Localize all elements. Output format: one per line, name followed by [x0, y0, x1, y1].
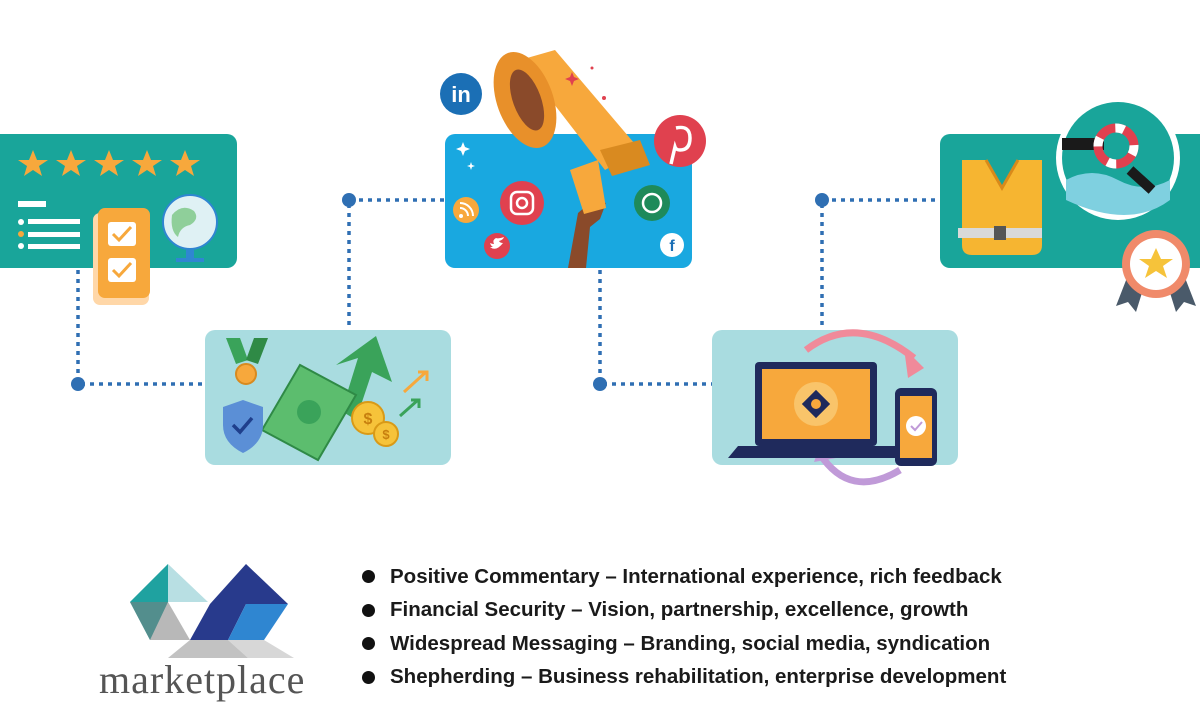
small-arrows-icon	[399, 370, 429, 418]
checklist-icon	[93, 208, 150, 305]
list-item: Widespread Messaging – Branding, social …	[362, 627, 1122, 661]
finance-card: $ $	[205, 330, 451, 465]
logo-navy-top	[210, 564, 288, 604]
list-item-text: Shepherding – Business rehabilitation, e…	[390, 665, 1007, 689]
facebook-icon-label: f	[669, 238, 675, 255]
globe-icon	[162, 194, 218, 262]
bullet-dot	[362, 637, 375, 651]
medal-icon	[226, 338, 268, 385]
feedback-card	[0, 134, 237, 305]
list-item-text: Widespread Messaging – Branding, social …	[390, 631, 991, 655]
logo-navy-mid	[190, 604, 246, 640]
logo-shadow-mid	[168, 640, 248, 658]
list-item-text: Positive Commentary – International expe…	[390, 564, 1002, 588]
rescue-lifebuoy-icon	[1056, 96, 1180, 220]
hand-icon	[568, 199, 606, 268]
list-item: Financial Security – Vision, partnership…	[362, 594, 1122, 628]
connector-lines	[76, 198, 940, 386]
money-bill-icon	[260, 363, 358, 462]
list-item: Positive Commentary – International expe…	[362, 560, 1122, 594]
award-badge-icon	[1116, 230, 1196, 312]
service-diagram: $ $ in	[0, 50, 1200, 486]
shepherd-card	[940, 96, 1200, 312]
sync-card	[712, 329, 958, 486]
messaging-card: in f	[440, 50, 706, 268]
logo-wordmark: marketplace	[99, 657, 306, 702]
svg-text:$: $	[382, 427, 390, 442]
sparkle-icons	[456, 142, 475, 170]
laptop-icon	[728, 362, 905, 458]
megaphone-icon	[493, 50, 650, 214]
accent-sparkles	[565, 66, 606, 100]
services-list: Positive Commentary – International expe…	[362, 560, 1122, 694]
pinterest-icon	[654, 115, 706, 167]
bullet-dot	[362, 603, 375, 617]
list-item-text: Financial Security – Vision, partnership…	[390, 598, 969, 622]
shield-check-icon	[223, 400, 263, 453]
linkedin-icon-label: in	[451, 82, 471, 107]
linkedin-icon: in	[440, 73, 482, 115]
phone-icon	[895, 388, 937, 466]
logo-sky-shape	[228, 604, 288, 640]
life-vest-icon	[958, 159, 1042, 255]
star-rating-icon	[18, 150, 200, 176]
coins-icon: $ $	[351, 401, 399, 447]
rss-icon	[453, 197, 479, 223]
connector-nodes	[71, 193, 829, 391]
svg-text:$: $	[364, 411, 373, 428]
text-lines-icon	[18, 201, 80, 249]
logo-shadow-right	[228, 640, 294, 658]
whatsapp-icon	[634, 185, 670, 221]
instagram-icon	[500, 181, 544, 225]
facebook-icon: f	[660, 233, 684, 257]
logo-shadow-left	[130, 602, 190, 640]
list-item: Shepherding – Business rehabilitation, e…	[362, 661, 1122, 695]
bullet-dot	[362, 570, 375, 584]
twitter-icon	[484, 233, 510, 259]
marketplace-logo	[130, 564, 294, 658]
bullet-dot	[362, 670, 375, 684]
